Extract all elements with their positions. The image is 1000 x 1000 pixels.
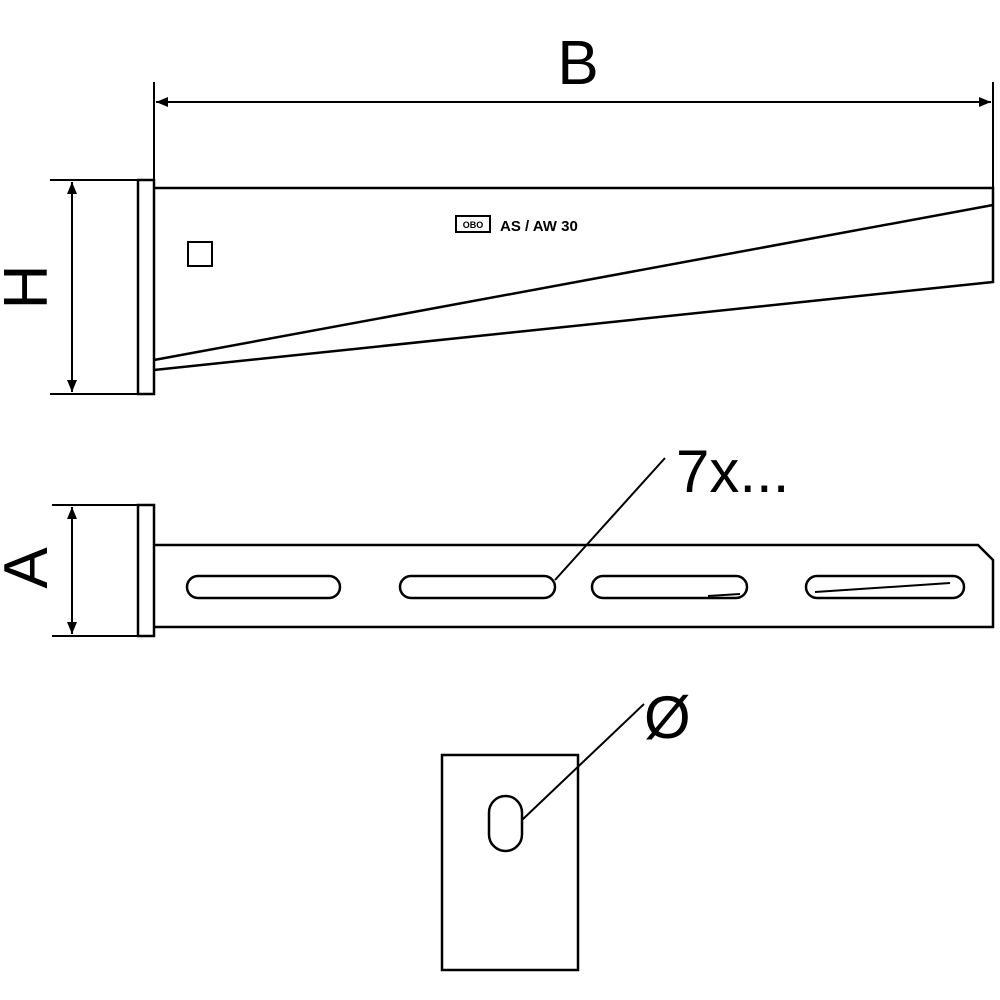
slot-2 [398,574,557,600]
obo-logo-text: OBO [463,220,484,230]
hole-leader [521,703,645,821]
hole-callout: Ø [644,684,691,751]
dimension-h [50,179,138,395]
plate-oblong-hole [487,794,524,853]
side-arm-inner-edge [153,203,994,362]
slot-4 [804,574,966,600]
top-view [136,503,995,638]
top-wall-plate [136,503,156,638]
side-square-hole [187,241,213,267]
dimension-b [153,82,994,188]
side-arm-outline [153,186,995,372]
plate-front-view [440,753,580,972]
slot-3 [590,574,749,600]
dimension-a-label: A [0,547,61,589]
plate-front-outline [440,753,580,972]
side-view [136,178,995,396]
slots-callout: 7x... [676,438,789,505]
dimension-a [52,504,138,637]
obo-logo-icon [455,215,491,233]
arm-marking: OBO AS / AW 30 [455,215,578,235]
slot-1 [185,574,342,600]
dimension-b-label: B [557,29,598,98]
dimension-h-label: H [0,265,61,310]
type-code: AS / AW 30 [500,218,578,235]
top-arm-outline [154,543,995,629]
side-wall-plate [136,178,156,396]
slots-leader [554,457,666,581]
slot-4-edge [814,582,951,593]
slot-3-edge [707,593,741,597]
